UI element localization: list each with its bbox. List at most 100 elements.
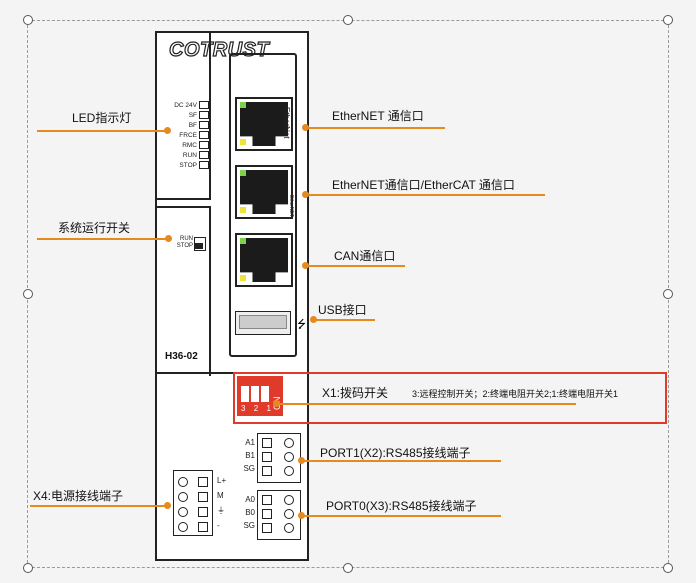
divider <box>157 198 211 200</box>
led-row: FRCE <box>165 130 209 140</box>
led-label: BF <box>188 121 197 129</box>
terminal-screw <box>284 438 294 448</box>
dip-number: 3 <box>241 404 246 413</box>
dip-numbers: 3 2 1 <box>241 404 271 413</box>
pin-label: A0 <box>245 495 255 504</box>
ethernet-port-2[interactable] <box>235 165 293 219</box>
rj45-socket <box>240 170 288 214</box>
annotation-run-switch: 系统运行开关 <box>58 221 131 235</box>
terminal-plug <box>198 507 208 517</box>
terminal-screw <box>284 495 294 505</box>
led-indicator <box>199 141 209 149</box>
resize-handle-left[interactable] <box>23 289 33 299</box>
switch-label-run: RUN <box>180 236 193 242</box>
led-indicator <box>199 101 209 109</box>
leader-line <box>313 319 375 321</box>
divider <box>209 33 211 198</box>
dip-lever-2[interactable] <box>251 386 259 402</box>
led-indicator <box>199 161 209 169</box>
terminal-screw <box>284 452 294 462</box>
resize-handle-right[interactable] <box>663 289 673 299</box>
run-stop-labels: RUN STOP <box>171 236 193 250</box>
leader-line <box>301 460 501 462</box>
port1-terminal[interactable] <box>257 433 301 483</box>
dip-switch[interactable]: ON 3 2 1 <box>237 376 283 416</box>
led-row: DC 24V <box>165 100 209 110</box>
terminal-screw <box>178 492 188 502</box>
led-indicator <box>199 151 209 159</box>
activity-led-yellow <box>240 207 246 213</box>
led-indicator <box>199 121 209 129</box>
annotation-ethernet: EtherNET 通信口 <box>332 109 424 123</box>
usb-port[interactable] <box>235 311 291 335</box>
resize-handle-bottom-right[interactable] <box>663 563 673 573</box>
terminal-screw <box>284 509 294 519</box>
port0-terminal[interactable] <box>257 490 301 540</box>
leader-dot <box>164 127 171 134</box>
leader-line <box>301 515 501 517</box>
activity-led-yellow <box>240 139 246 145</box>
ethernet-port-1[interactable] <box>235 97 293 151</box>
run-stop-switch[interactable] <box>194 237 206 251</box>
leader-line <box>305 265 405 267</box>
selection-frame[interactable] <box>27 20 669 568</box>
dip-lever-1[interactable] <box>261 386 269 402</box>
terminal-plug <box>198 477 208 487</box>
led-row: RUN <box>165 150 209 160</box>
terminal-plug <box>262 509 272 519</box>
resize-handle-top-right[interactable] <box>663 15 673 25</box>
leader-line <box>30 505 167 507</box>
led-row: SF <box>165 110 209 120</box>
terminal-plug <box>262 438 272 448</box>
terminal-plug <box>262 495 272 505</box>
annotation-usb: USB接口 <box>318 303 367 317</box>
power-pin-labels: L+ M ⏚ - <box>217 473 231 533</box>
can-port[interactable] <box>235 233 293 287</box>
terminal-screw <box>178 522 188 532</box>
terminal-screw <box>284 466 294 476</box>
resize-handle-bottom[interactable] <box>343 563 353 573</box>
leader-line <box>276 403 576 405</box>
led-label: DC 24V <box>174 101 197 109</box>
terminal-screw <box>284 523 294 533</box>
terminal-screw <box>178 507 188 517</box>
terminal-plug <box>262 466 272 476</box>
leader-line <box>305 194 545 196</box>
model-label: H36-02 <box>165 351 198 362</box>
port-panel <box>229 53 297 357</box>
pin-label: SG <box>243 521 255 530</box>
port1-pin-labels: A1 B1 SG <box>227 436 255 475</box>
resize-handle-bottom-left[interactable] <box>23 563 33 573</box>
link-led-green <box>240 170 246 176</box>
link-led-green <box>240 238 246 244</box>
annotation-power: X4:电源接线端子 <box>33 489 124 503</box>
pin-label: A1 <box>245 438 255 447</box>
pin-label: B0 <box>245 508 255 517</box>
led-indicator <box>199 111 209 119</box>
led-row: BF <box>165 120 209 130</box>
pin-label: - <box>217 521 220 530</box>
leader-dot <box>165 235 172 242</box>
ethernet-vertical-label: EtherNet <box>282 107 291 139</box>
terminal-plug <box>198 492 208 502</box>
ethernet-vertical-small-label: EtherNET <box>288 195 294 217</box>
pin-label: L+ <box>217 476 227 485</box>
leader-line <box>37 130 167 132</box>
divider <box>157 372 307 374</box>
divider <box>209 208 211 376</box>
ground-icon: ⏚ <box>217 506 225 515</box>
led-label: SF <box>188 111 197 119</box>
power-terminal[interactable] <box>173 470 213 536</box>
switch-label-stop: STOP <box>176 243 193 249</box>
led-indicator <box>199 131 209 139</box>
annotation-led: LED指示灯 <box>72 111 132 125</box>
port0-pin-labels: A0 B0 SG <box>227 493 255 532</box>
leader-line <box>37 238 168 240</box>
dip-number: 1 <box>266 404 271 413</box>
resize-handle-top-left[interactable] <box>23 15 33 25</box>
dip-lever-3[interactable] <box>241 386 249 402</box>
resize-handle-top[interactable] <box>343 15 353 25</box>
annotation-ethercat: EtherNET通信口/EtherCAT 通信口 <box>332 178 515 192</box>
rj45-socket <box>240 238 288 282</box>
